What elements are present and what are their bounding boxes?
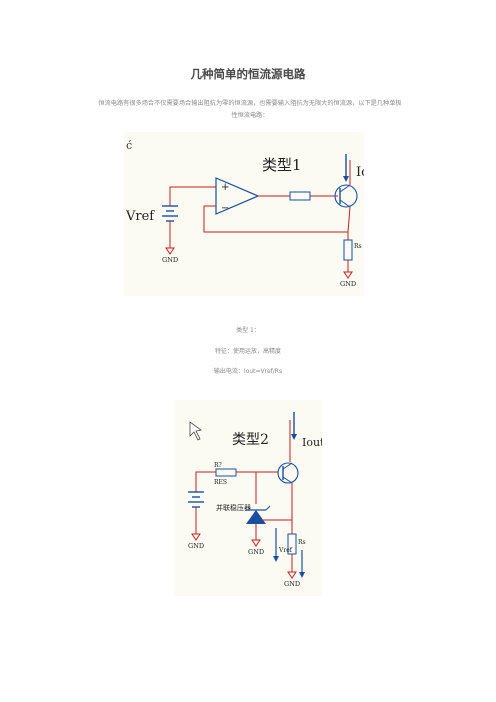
gnd-label-mid-2: GND (248, 548, 264, 556)
shunt-regulator-label: 并联稳压器 (216, 503, 251, 512)
resistor-rs (343, 239, 353, 261)
op-amp-minus: − (221, 203, 229, 214)
intro-line-2: 性恒流电路： (231, 112, 269, 119)
resistor-base (289, 191, 311, 201)
cursor-arrow-icon (189, 421, 202, 441)
vref-label-1: Vref (125, 209, 155, 224)
page-title: 几种简单的恒流源电路 (190, 67, 306, 81)
rs-label-2: Rs (298, 539, 306, 546)
shunt-regulator-symbol (246, 510, 266, 524)
op-amp-symbol (215, 177, 260, 215)
type-label-2: 类型2 (232, 432, 269, 448)
gnd-symbol-left-2 (191, 533, 201, 541)
rs-label-1: Rs (354, 243, 362, 250)
caption-type: 类型 1： (236, 327, 260, 334)
circuit-diagram-2: 类型2 Iout R? RES GND 并联稳压器 GND (188, 412, 322, 588)
gnd-label-left-2: GND (188, 542, 204, 550)
caption-features: 特征：使用运放，高精度 (214, 348, 281, 355)
transistor-symbol (334, 184, 358, 208)
circuit-figure-1: ć 类型1 + − Iout Rs GND (124, 132, 364, 296)
vref-label-2: Vref (278, 547, 293, 554)
gnd-symbol-left (165, 247, 175, 255)
gnd-symbol-right (343, 271, 353, 279)
op-amp-plus: + (221, 182, 229, 193)
caption-formula: 输出电流：Iout=Vref/Rs (213, 368, 283, 375)
iout-label-2: Iout (302, 436, 322, 449)
resistor-r-2 (215, 468, 237, 477)
circuit-diagram-1: ć 类型1 + − Iout Rs GND (125, 139, 364, 288)
gnd-label-left-1: GND (162, 256, 178, 264)
gnd-label-right-2: GND (284, 580, 300, 588)
intro-paragraph: 恒流电路有很多场合不仅需要场合输出阻抗为零的恒流源，也需要输入阻抗为无限大的恒流… (92, 98, 408, 122)
r-label-2: R? (214, 462, 222, 469)
corner-mark: ć (126, 139, 132, 152)
res-label-2: RES (214, 479, 227, 486)
gnd-symbol-right-2 (287, 571, 297, 579)
wire-feedback (203, 205, 348, 233)
type-label-1: 类型1 (262, 156, 302, 174)
circuit-figure-2: 类型2 Iout R? RES GND 并联稳压器 GND (174, 400, 322, 596)
transistor-symbol-2 (277, 462, 299, 484)
gnd-symbol-mid-2 (251, 539, 261, 547)
intro-line-1: 恒流电路有很多场合不仅需要场合输出阻抗为零的恒流源，也需要输入阻抗为无限大的恒流… (98, 100, 402, 107)
wire-plus (169, 186, 216, 200)
gnd-label-right-1: GND (340, 280, 356, 288)
iout-label-1: Iout (356, 165, 364, 180)
